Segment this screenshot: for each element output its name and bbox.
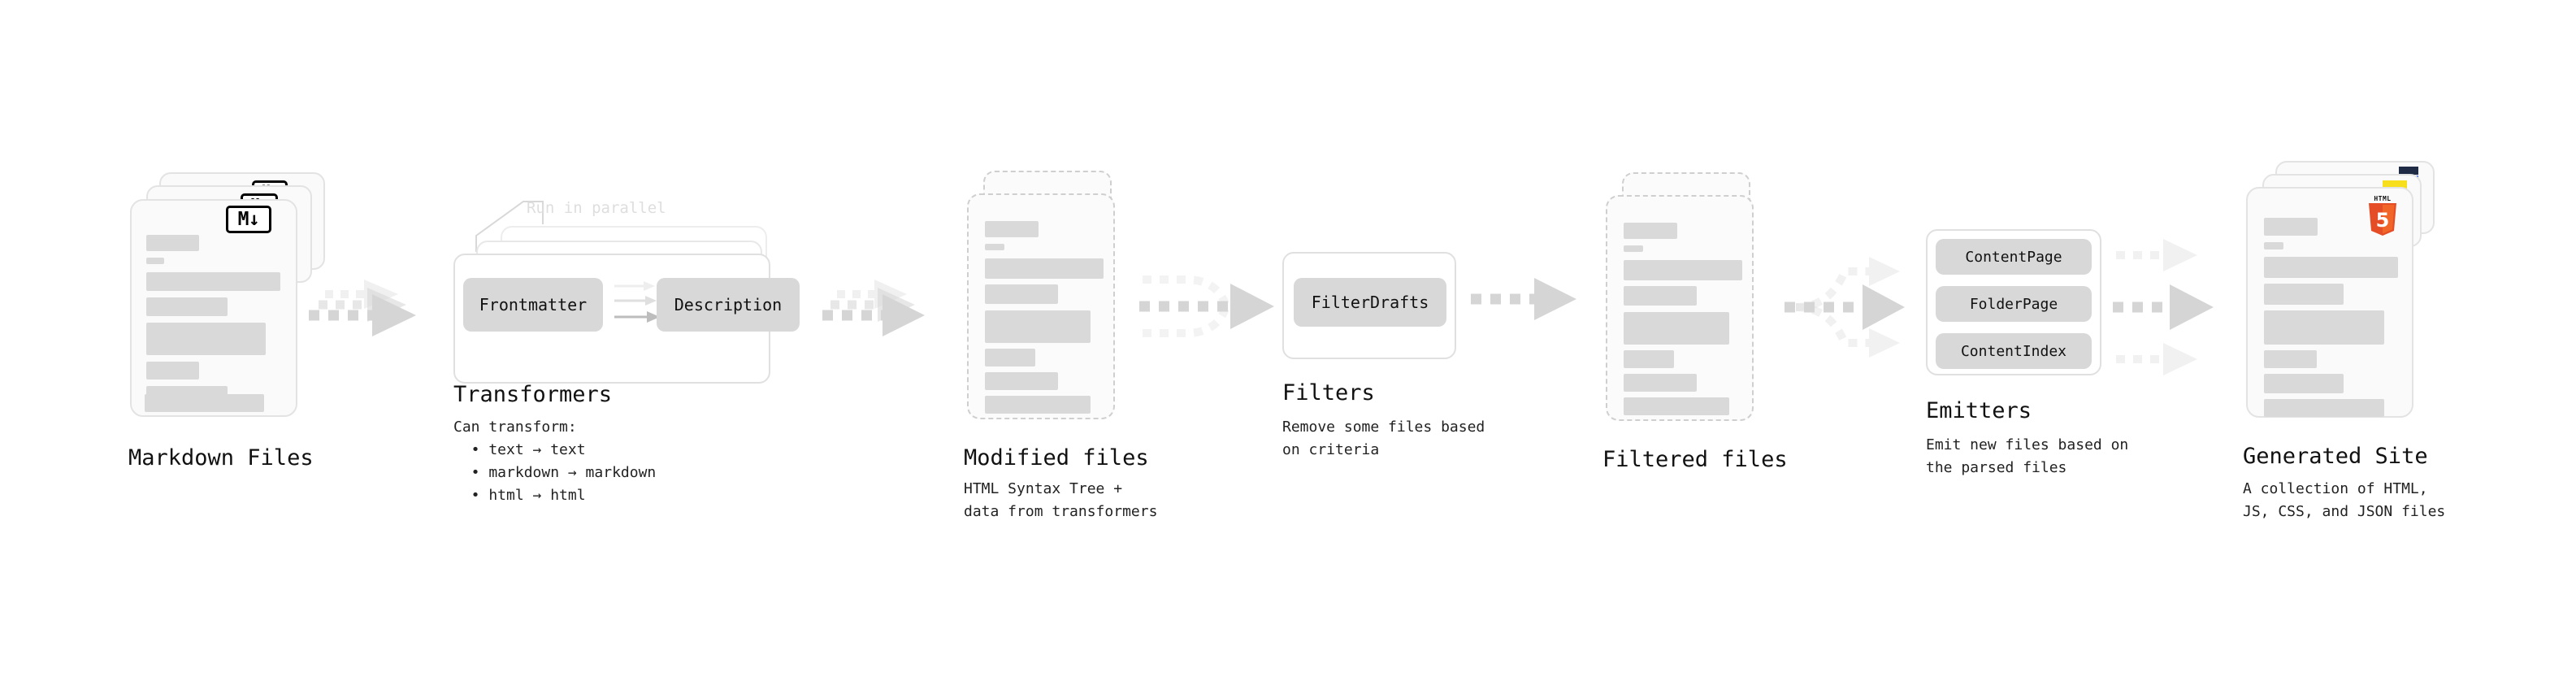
- skeleton-bar: [2264, 374, 2344, 393]
- stage-desc-modified-files: HTML Syntax Tree + data from transformer…: [964, 480, 1158, 520]
- skeleton-bar: [145, 394, 264, 412]
- skeleton-bar: [985, 349, 1035, 367]
- emitter-chip-contentindex[interactable]: ContentIndex: [1936, 333, 2092, 369]
- stage-title-markdown-files: Markdown Files: [128, 445, 314, 471]
- filtered-card-front: [1606, 195, 1754, 421]
- skeleton-bar: [146, 258, 164, 264]
- skeleton-bar: [985, 221, 1039, 237]
- stage-title-modified-files: Modified files: [964, 445, 1149, 471]
- skeleton-bar: [1624, 312, 1729, 345]
- skeleton-bar: [1624, 260, 1742, 280]
- skeleton-bar: [2264, 310, 2384, 345]
- connector-filtered-to-emitters: [1785, 257, 1905, 358]
- skeleton-bar: [985, 310, 1091, 343]
- transformer-chip-frontmatter[interactable]: Frontmatter: [463, 278, 603, 332]
- stage-title-emitters: Emitters: [1926, 398, 2032, 423]
- skeleton-bar: [1624, 374, 1697, 392]
- stage-title-filters: Filters: [1282, 380, 1375, 406]
- skeleton-bar: [985, 396, 1091, 414]
- connector-markdown-to-transformers: [309, 280, 416, 336]
- connector-emitters-to-site: [2113, 239, 2214, 375]
- stage-title-generated-site: Generated Site: [2243, 444, 2428, 469]
- transformer-inner-arrows: [614, 281, 660, 323]
- stage-desc-emitters: Emit new files based on the parsed files: [1926, 436, 2129, 476]
- connector-modified-to-filters: [1139, 275, 1274, 337]
- skeleton-bar: [2264, 242, 2283, 249]
- skeleton-bar: [985, 244, 1004, 250]
- skeleton-bar: [1624, 245, 1643, 252]
- stage-desc-generated-site: A collection of HTML, JS, CSS, and JSON …: [2243, 480, 2446, 520]
- skeleton-bar: [146, 235, 199, 251]
- stage-desc-transformers: Can transform: • text → text • markdown …: [453, 419, 657, 504]
- skeleton-bar: [2264, 257, 2398, 278]
- skeleton-bar: [985, 372, 1058, 390]
- html5-badge: HTML 5: [2366, 195, 2399, 237]
- markdown-card-front: [130, 199, 297, 417]
- markdown-badge-front: M↓: [226, 206, 271, 233]
- connector-filters-to-filtered: [1471, 278, 1576, 320]
- connector-transformers-to-modified: [822, 280, 925, 336]
- skeleton-bar: [2264, 218, 2318, 236]
- modified-card-front: [967, 193, 1115, 419]
- stage-desc-filters: Remove some files based on criteria: [1282, 419, 1485, 458]
- skeleton-bar: [2264, 399, 2384, 417]
- emitter-chip-contentpage[interactable]: ContentPage: [1936, 239, 2092, 275]
- skeleton-bar: [1624, 286, 1697, 306]
- skeleton-bar: [146, 297, 228, 316]
- skeleton-bar: [985, 258, 1104, 279]
- skeleton-bar: [2264, 350, 2317, 368]
- skeleton-bar: [1624, 350, 1674, 368]
- run-in-parallel-label: Run in parallel: [527, 199, 666, 217]
- skeleton-bar: [146, 272, 280, 291]
- svg-text:5: 5: [2376, 209, 2390, 232]
- skeleton-bar: [985, 284, 1058, 304]
- stage-title-filtered-files: Filtered files: [1602, 447, 1788, 472]
- skeleton-bar: [146, 323, 266, 355]
- skeleton-bar: [1624, 397, 1729, 415]
- skeleton-bar: [1624, 223, 1677, 239]
- transformer-chip-description[interactable]: Description: [657, 278, 800, 332]
- skeleton-bar: [146, 362, 199, 380]
- filter-chip-filterdrafts[interactable]: FilterDrafts: [1294, 278, 1446, 327]
- emitter-chip-folderpage[interactable]: FolderPage: [1936, 286, 2092, 322]
- stage-title-transformers: Transformers: [453, 382, 613, 407]
- run-in-parallel-bracket: [475, 201, 544, 252]
- skeleton-bar: [2264, 284, 2344, 305]
